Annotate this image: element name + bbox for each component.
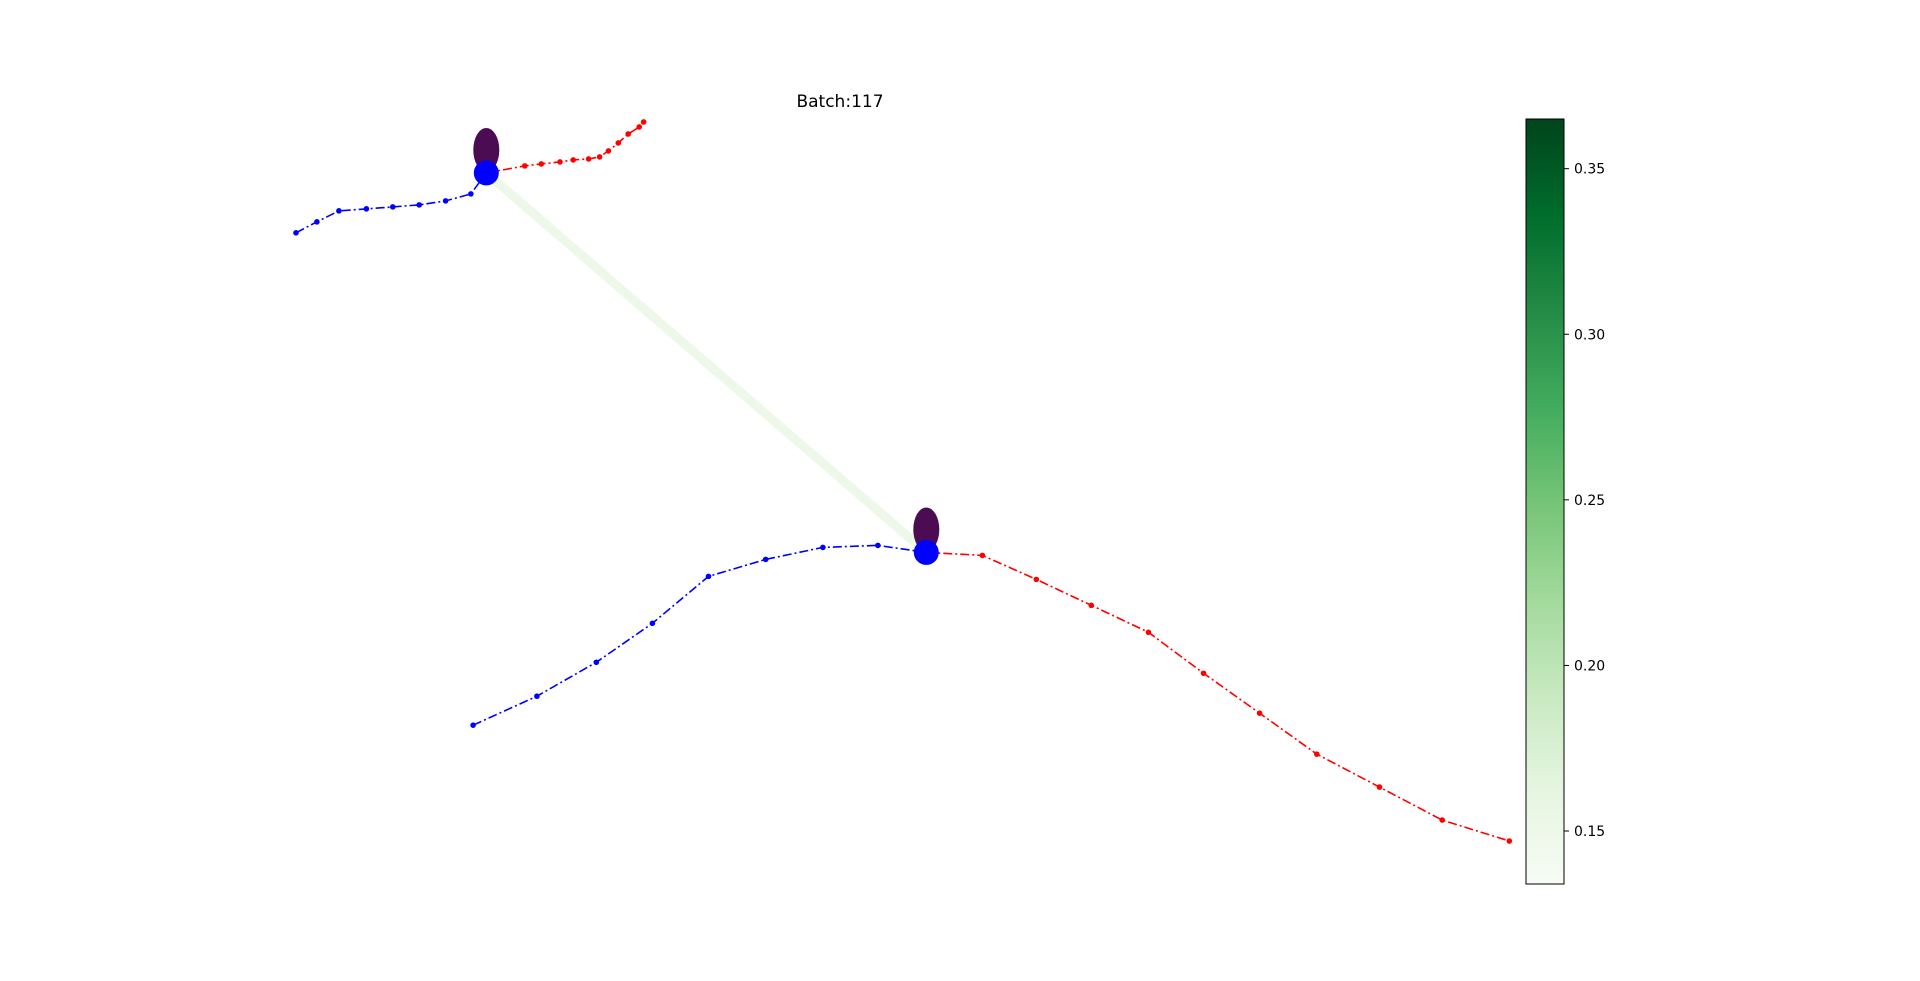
chart-title: Batch:117 <box>796 92 884 112</box>
agent-1-history-point <box>762 556 769 563</box>
agent-0-history-point <box>363 206 370 212</box>
agent-0-future-point <box>640 119 647 125</box>
agent-1-future-point <box>1200 670 1207 677</box>
agent-1-history-point <box>649 620 656 627</box>
agent-1-future-point <box>1506 838 1513 844</box>
agent-0-future-point <box>625 131 631 137</box>
markers-layer <box>473 127 940 565</box>
agent-0-future-point <box>585 156 592 162</box>
colorbar: 0.15 0.20 0.25 0.30 0.35 <box>1525 118 1605 885</box>
agent-1-history-point <box>593 659 600 666</box>
agent-0-future-line <box>486 121 645 174</box>
agent-1-future-point <box>1145 629 1152 636</box>
agent-0-history-point <box>442 198 449 204</box>
agent-0-future-point <box>538 161 545 167</box>
interaction-edge-0 <box>481 168 931 557</box>
colorbar-tick-label: 0.35 <box>1574 162 1605 178</box>
agent-1-future-point <box>1376 784 1383 790</box>
agent-0-history-point <box>314 219 320 225</box>
agent-1-current-position <box>913 539 939 565</box>
agent-1-history-point <box>534 693 540 700</box>
agent-1-future-line <box>926 551 1510 842</box>
colorbar-ticks: 0.15 0.20 0.25 0.30 0.35 <box>1564 162 1605 840</box>
agent-0-history-point <box>468 191 474 197</box>
colorbar-tick-label: 0.20 <box>1574 658 1605 674</box>
agent-0-future-point <box>522 163 528 169</box>
agent-1-future-point <box>979 552 986 559</box>
colorbar-frame <box>1525 118 1565 885</box>
agent-0-history-line <box>295 172 487 234</box>
agent-1-future-point <box>1088 602 1095 609</box>
agent-0-history-point <box>390 204 396 210</box>
agent-0-future-point <box>570 157 576 163</box>
agent-0-history-point <box>416 202 423 208</box>
colorbar-tick-label: 0.15 <box>1574 824 1605 840</box>
agent-0-history-point <box>336 208 342 214</box>
agent-1-future-point <box>1314 751 1320 757</box>
agent-1-future-point <box>1033 576 1040 583</box>
colorbar-gradient <box>1526 119 1564 884</box>
agent-1-future-point <box>1439 817 1445 823</box>
colorbar-tick-label: 0.25 <box>1574 493 1605 509</box>
agent-0-future-point <box>615 140 622 146</box>
trajectories-layer <box>293 119 1513 844</box>
agent-0-future-point <box>636 124 642 130</box>
agent-1-history-point <box>820 544 826 551</box>
edges-layer <box>481 168 931 557</box>
agent-1-history-point <box>875 542 881 549</box>
agent-1-history-line <box>472 544 927 726</box>
agent-0-heading-marker <box>473 127 500 172</box>
colorbar-tick-label: 0.30 <box>1574 327 1605 343</box>
agent-1-history-point <box>470 722 476 728</box>
agent-0-future-point <box>557 159 563 165</box>
agent-1-future-point <box>1256 710 1263 716</box>
agent-0-future-point <box>596 154 603 160</box>
agent-0-current-position <box>473 160 499 186</box>
agent-0-future-point <box>605 148 612 154</box>
agent-1-history-point <box>705 573 712 580</box>
agent-0-history-point <box>293 230 299 236</box>
agent-1-heading-marker <box>913 507 940 552</box>
